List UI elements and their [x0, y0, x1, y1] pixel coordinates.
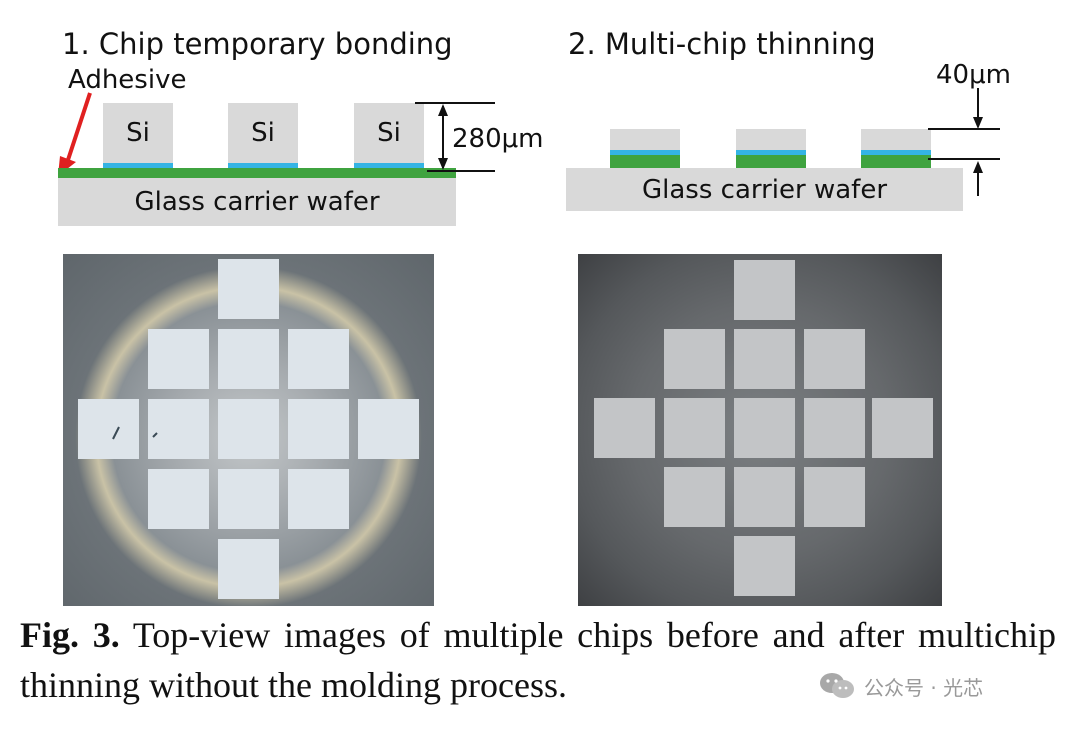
chip-tile [148, 329, 209, 389]
si-chip: Si [354, 103, 424, 163]
glass-carrier-wafer: Glass carrier wafer [58, 178, 456, 226]
adhesive-layer [736, 155, 806, 168]
chip-tile [218, 399, 279, 459]
bond-layer [861, 150, 931, 155]
glass-carrier-wafer: Glass carrier wafer [566, 168, 963, 211]
thickness-dimension [928, 88, 1000, 196]
si-chip: Si [103, 103, 173, 163]
chip-tile [734, 398, 795, 458]
thinned-chip [861, 129, 931, 150]
figure-caption: Fig. 3. Top-view images of multiple chip… [20, 610, 1056, 710]
si-chip-label: Si [126, 118, 150, 148]
chip-tile [734, 536, 795, 596]
chip-tile [358, 399, 419, 459]
thinned-chip [610, 129, 680, 150]
caption-text: Top-view images of multiple chips before… [20, 615, 1056, 705]
adhesive-layer [861, 155, 931, 168]
chip-tile [664, 329, 725, 389]
chip-tile [734, 260, 795, 320]
wechat-icon [820, 673, 854, 698]
adhesive-layer [610, 155, 680, 168]
thinned-chip [736, 129, 806, 150]
thickness-40-label: 40μm [936, 60, 1011, 90]
chip-tile [594, 398, 655, 458]
chip-tile [288, 399, 349, 459]
chip-tile [664, 398, 725, 458]
chip-tile [218, 469, 279, 529]
step2-title: 2. Multi-chip thinning [568, 27, 876, 61]
bond-layer [610, 150, 680, 155]
thickness-dimension [415, 102, 495, 172]
diagram-chip-bonding: 1. Chip temporary bonding Adhesive Si Si… [0, 0, 560, 240]
watermark: 公众号 · 光芯 [818, 671, 983, 701]
bond-layer [103, 163, 173, 168]
step1-title: 1. Chip temporary bonding [62, 27, 453, 61]
chip-tile [804, 398, 865, 458]
bond-layer [354, 163, 424, 168]
chip-tile [148, 399, 209, 459]
diagram-multichip-thinning: 2. Multi-chip thinning 40μm Glass carrie… [560, 0, 1080, 240]
photo-after-thinning [578, 254, 942, 606]
si-chip-label: Si [251, 118, 275, 148]
chip-tile [734, 329, 795, 389]
figure-label: Fig. 3. [20, 615, 120, 655]
watermark-text: 公众号 · 光芯 [864, 675, 984, 700]
chip-tile [664, 467, 725, 527]
chip-tile [872, 398, 933, 458]
chip-tile [78, 399, 139, 459]
adhesive-layer [58, 168, 456, 178]
thickness-280-label: 280μm [452, 124, 544, 154]
photo-before-thinning [63, 254, 434, 606]
wafer-label: Glass carrier wafer [641, 174, 888, 205]
adhesive-label: Adhesive [68, 65, 187, 95]
chip-tile [148, 469, 209, 529]
scratch-marks [112, 426, 158, 440]
chip-tile [734, 467, 795, 527]
si-chip-label: Si [377, 118, 401, 148]
chip-tile [804, 467, 865, 527]
bond-layer [228, 163, 298, 168]
si-chip: Si [228, 103, 298, 163]
chip-tile [218, 539, 279, 599]
chip-tile [288, 329, 349, 389]
chip-tile [218, 259, 279, 319]
chip-tile [804, 329, 865, 389]
chip-tile [218, 329, 279, 389]
chip-tile [288, 469, 349, 529]
wafer-label: Glass carrier wafer [134, 187, 380, 217]
bond-layer [736, 150, 806, 155]
